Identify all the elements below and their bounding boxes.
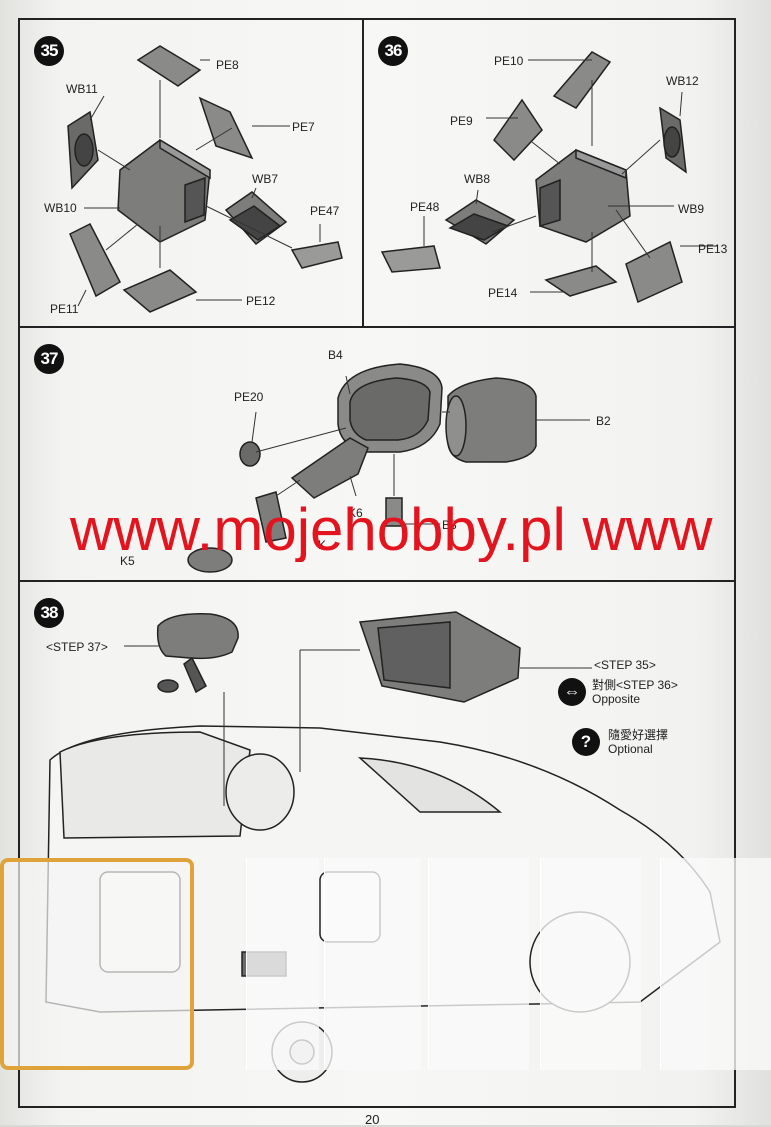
label-pe20: PE20: [234, 390, 264, 404]
opposite-legend: 對側<STEP 36> Opposite: [592, 678, 678, 706]
pe47-plate: [290, 241, 343, 269]
b3-part: [385, 497, 403, 527]
pe7-plate: [198, 96, 254, 160]
pe11-plate: [69, 222, 121, 298]
label-k: K: [318, 538, 327, 552]
label-wb12: WB12: [666, 74, 699, 88]
optional-legend: 隨愛好選擇 Optional: [608, 728, 668, 756]
label-wb8: WB8: [464, 172, 491, 186]
pe14-plate: [544, 265, 618, 297]
mirror-assembly: [156, 613, 239, 660]
pe12-plate: [122, 269, 198, 313]
label-pe48: PE48: [410, 200, 440, 214]
label-wb7: WB7: [252, 172, 279, 186]
pe13-plate: [625, 240, 683, 304]
label-b4: B4: [328, 348, 343, 362]
thumbnail[interactable]: [660, 858, 771, 1070]
label-b3: B3: [442, 518, 457, 532]
label-pe13: PE13: [698, 242, 728, 256]
ref-step-35: <STEP 35>: [594, 658, 656, 672]
pe10-plate: [552, 51, 612, 109]
page-number: 20: [365, 1112, 380, 1127]
step-35-panel: 35: [20, 20, 364, 328]
b2-part: [447, 377, 537, 463]
label-wb10: WB10: [44, 201, 77, 215]
step-36-panel: 36: [364, 20, 734, 328]
step-37-number: 37: [34, 344, 64, 374]
label-pe47: PE47: [310, 204, 340, 218]
ref-step-37: <STEP 37>: [46, 640, 108, 654]
step-36-diagram: [380, 51, 718, 304]
opposite-ref: <STEP 36>: [616, 678, 678, 692]
step-37-diagram: [187, 363, 590, 573]
thumbnail[interactable]: [246, 858, 319, 1070]
label-pe11: PE11: [50, 302, 79, 316]
pe8-plate: [136, 45, 202, 87]
opposite-en: Opposite: [592, 692, 641, 706]
label-k6: K6: [348, 506, 363, 520]
label-k5: K5: [120, 554, 135, 568]
label-pe9: PE9: [450, 114, 473, 128]
thumbnail-selected[interactable]: [0, 858, 194, 1070]
thumbnail[interactable]: [540, 858, 641, 1070]
double-arrow-icon: ⇔: [558, 678, 586, 706]
step-36-number: 36: [378, 36, 408, 66]
label-pe10: PE10: [494, 54, 524, 68]
pe48-plate: [380, 245, 441, 273]
k5-part: [255, 491, 287, 543]
pe20-disc: [239, 441, 261, 467]
label-wb11: WB11: [66, 82, 98, 96]
label-pe12: PE12: [246, 294, 276, 308]
optional-cn: 隨愛好選擇: [608, 728, 669, 742]
step-38-number: 38: [34, 598, 64, 628]
label-wb9: WB9: [678, 202, 705, 216]
step-35-number: 35: [34, 36, 64, 66]
label-pe14: PE14: [488, 286, 518, 300]
opposite-cn: 對側: [592, 678, 617, 692]
step-35-diagram: [67, 45, 343, 313]
step-37-panel: 37: [20, 328, 734, 582]
page-thumbnail-strip: [0, 858, 771, 1070]
pe9-plate: [493, 98, 543, 162]
k6-part: [290, 437, 369, 499]
label-pe8: PE8: [216, 58, 239, 72]
label-pe7: PE7: [292, 120, 315, 134]
optional-en: Optional: [608, 742, 653, 756]
thumbnail[interactable]: [324, 858, 421, 1070]
question-icon: ?: [572, 728, 600, 756]
label-b2: B2: [596, 414, 611, 428]
thumbnail[interactable]: [428, 858, 529, 1070]
